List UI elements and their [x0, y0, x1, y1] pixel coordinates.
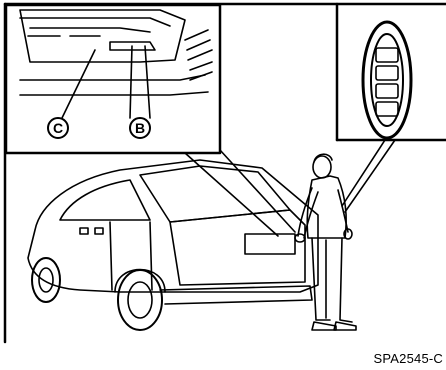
callout-c-letter: C: [53, 120, 63, 136]
inset-pointer-lines: [185, 140, 395, 236]
callout-b-letter: B: [135, 120, 145, 136]
inset-keyfob-closeup: [337, 4, 446, 140]
inset-handle-closeup: [6, 5, 220, 153]
person-figure: [295, 154, 356, 330]
figure-code: SPA2545-C: [374, 351, 444, 366]
minivan-rear: [28, 160, 318, 330]
